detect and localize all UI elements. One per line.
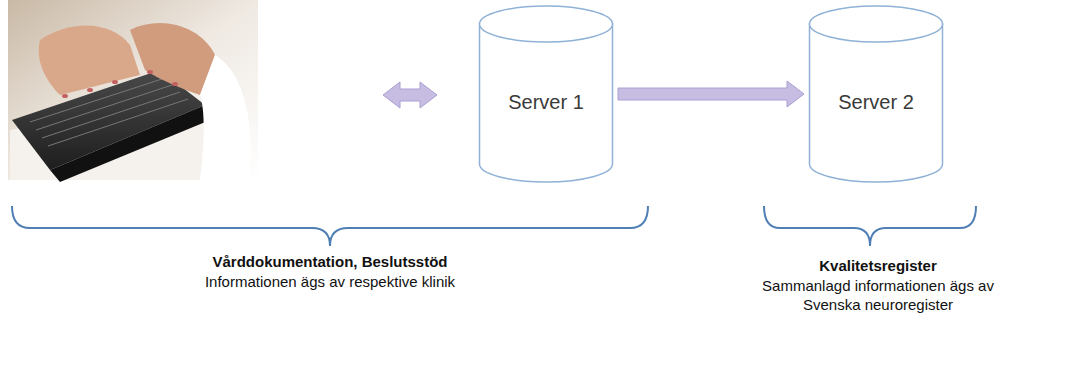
bracket-heading: Kvalitetsregister bbox=[819, 256, 937, 275]
arrow-shape bbox=[618, 81, 804, 107]
bracket-note: Sammanlagd informationen ägs av Svenska … bbox=[747, 276, 1009, 314]
bracket-heading: Vårddokumentation, Beslutsstöd bbox=[212, 252, 447, 271]
double-arrow bbox=[383, 82, 437, 108]
typing-photo bbox=[8, 0, 258, 182]
bracket bbox=[764, 206, 976, 246]
server-label: Server 1 bbox=[478, 91, 614, 114]
server-cylinder: Server 2 bbox=[808, 5, 944, 183]
server-cylinder: Server 1 bbox=[478, 5, 614, 183]
server-label: Server 2 bbox=[808, 91, 944, 114]
bracket bbox=[12, 206, 648, 246]
flow-arrow bbox=[618, 81, 804, 107]
bracket-note: Informationen ägs av respektive klinik bbox=[205, 272, 455, 291]
